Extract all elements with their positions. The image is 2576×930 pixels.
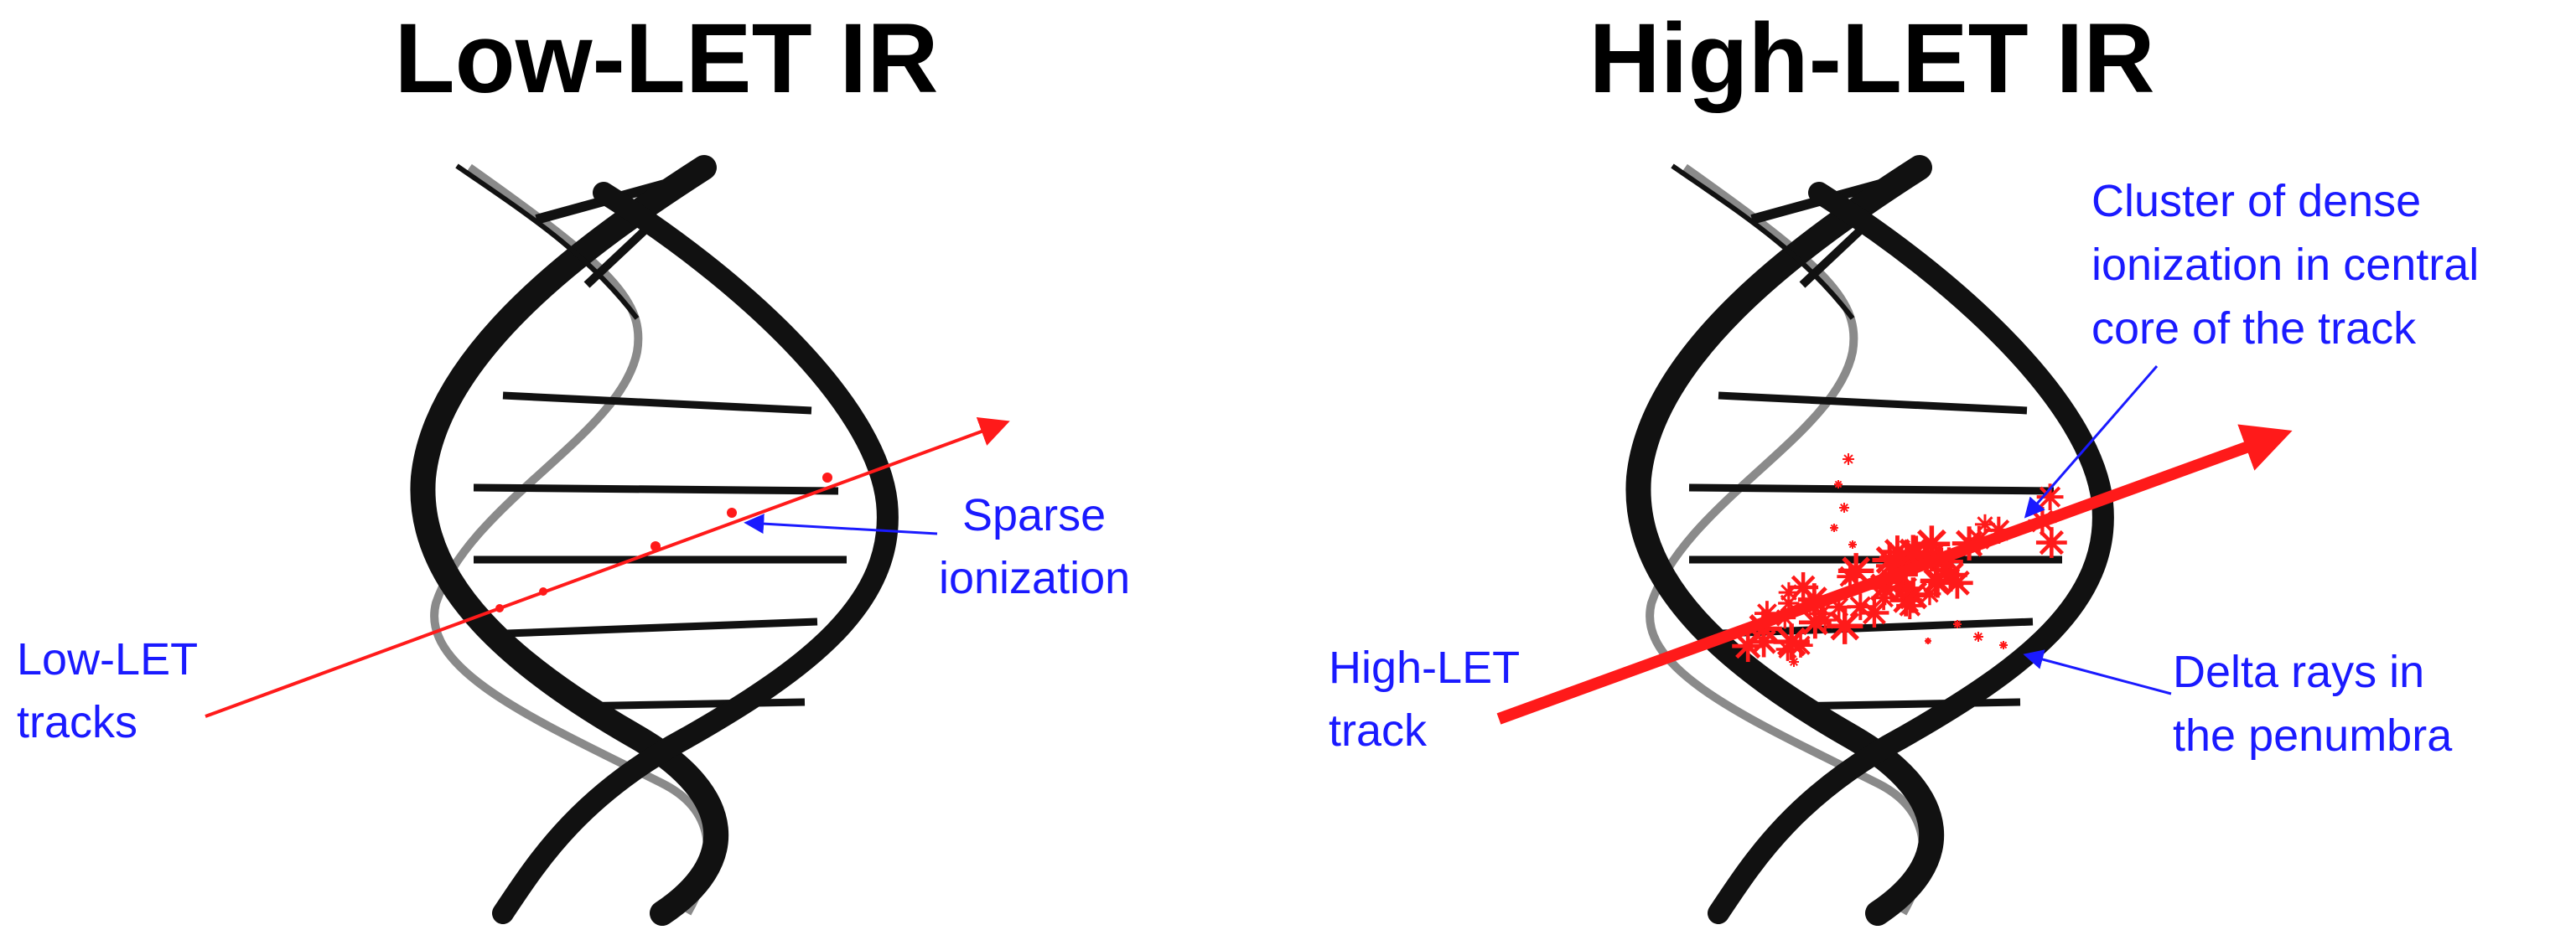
delta-ray-star xyxy=(1830,524,1838,532)
star-ray xyxy=(1834,480,1843,488)
label-line: Low-LET xyxy=(17,634,197,685)
panel-high-let: High-LET IR Cluster of dense ionization … xyxy=(1329,3,2491,926)
label-line: Sparse xyxy=(962,490,1106,540)
star-ray xyxy=(2039,530,2064,555)
label-line: tracks xyxy=(17,697,137,747)
star-ray xyxy=(1953,620,1962,628)
dna-base-pair xyxy=(1688,483,2055,495)
dense-ionization-cluster xyxy=(1732,453,2067,667)
dna-strand-a xyxy=(410,155,729,926)
star-ray xyxy=(1899,538,1927,567)
dense-ionization-star xyxy=(2035,527,2067,558)
label-line: core of the track xyxy=(2091,303,2417,354)
dense-ionization-star xyxy=(1847,593,1874,621)
star-ray xyxy=(1849,596,1872,617)
delta-ray-star xyxy=(1834,480,1843,488)
delta-ray-star xyxy=(1839,503,1849,513)
dna-base-pair xyxy=(473,483,839,495)
star-ray xyxy=(1843,454,1853,464)
high-let-track-arrow xyxy=(1496,424,2293,725)
delta-ray-star xyxy=(1953,620,1962,628)
ionization-marker xyxy=(822,473,832,483)
cluster-pointer xyxy=(2024,365,2159,519)
delta-rays-pointer xyxy=(2023,649,2172,695)
dna-helix-right xyxy=(1625,155,2114,926)
delta-ray-star xyxy=(1999,641,2008,649)
dense-ionization-star xyxy=(1827,607,1863,644)
label-line: ionization xyxy=(939,553,1130,603)
dna-strand-outline xyxy=(455,163,640,320)
star-ray xyxy=(1893,587,1919,613)
label-line: Cluster of dense xyxy=(2091,176,2421,226)
delta-ray-star xyxy=(1848,540,1857,549)
dna-base-pair xyxy=(502,391,812,415)
star-ray xyxy=(1840,504,1848,512)
label-line: High-LET xyxy=(1329,643,1519,693)
dna-strand-b xyxy=(1708,182,2114,924)
panel-low-let: Low-LET IR Sparse ionization Low-LET tra… xyxy=(17,3,1130,926)
delta-ray-star xyxy=(1973,632,1983,642)
dense-ionization-star xyxy=(1889,584,1922,617)
delta-ray-star xyxy=(1789,657,1799,667)
star-ray xyxy=(1974,633,1983,641)
label-high-let-track: High-LET track xyxy=(1329,643,1532,756)
star-ray xyxy=(1791,635,1811,655)
label-delta-rays: Delta rays in the penumbra xyxy=(2173,647,2453,761)
ionization-marker xyxy=(539,587,547,596)
label-low-let-tracks: Low-LET tracks xyxy=(17,634,210,747)
label-dense-cluster: Cluster of dense ionization in central c… xyxy=(2091,176,2491,354)
star-ray xyxy=(1925,638,1931,644)
star-ray xyxy=(1862,601,1886,625)
delta-ray-star xyxy=(1925,638,1931,644)
low-let-track-arrow xyxy=(205,417,1010,718)
dna-helix-left xyxy=(410,155,899,926)
star-ray xyxy=(1830,524,1838,532)
star-ray xyxy=(1801,609,1828,636)
sparse-ionization-pointer xyxy=(744,514,938,535)
label-line: Delta rays in xyxy=(2173,647,2424,697)
delta-ray-star xyxy=(1843,453,1854,465)
dna-strand-b xyxy=(492,182,899,924)
title-low-let: Low-LET IR xyxy=(395,3,939,114)
star-ray xyxy=(1848,540,1857,549)
star-ray xyxy=(1830,611,1859,641)
star-ray xyxy=(1999,641,2008,649)
ionization-marker xyxy=(495,604,504,612)
sparse-ionization-markers xyxy=(495,473,832,612)
star-ray xyxy=(1936,561,1954,580)
label-line: ionization in central xyxy=(2091,240,2479,290)
ionization-marker xyxy=(650,541,661,551)
dna-back-strand xyxy=(430,163,712,916)
title-high-let: High-LET IR xyxy=(1589,3,2154,114)
dense-ionization-star xyxy=(1788,633,1813,658)
dna-strand-a xyxy=(1625,155,1945,926)
star-ray xyxy=(1790,658,1798,666)
dna-base-pair xyxy=(569,698,806,710)
dense-ionization-star xyxy=(1837,563,1863,590)
ionization-marker xyxy=(727,508,737,518)
label-line: track xyxy=(1329,705,1428,756)
dna-back-strand xyxy=(1646,163,1927,916)
dna-base-pair xyxy=(506,617,818,638)
dna-base-pair xyxy=(1718,391,2028,415)
star-ray xyxy=(1839,566,1861,587)
dna-base-pair xyxy=(1785,698,2021,710)
star-ray xyxy=(1791,575,1816,600)
label-sparse-ionization: Sparse ionization xyxy=(939,490,1130,603)
label-line: the penumbra xyxy=(2173,710,2453,761)
dna-strand-outline xyxy=(1671,163,1855,320)
